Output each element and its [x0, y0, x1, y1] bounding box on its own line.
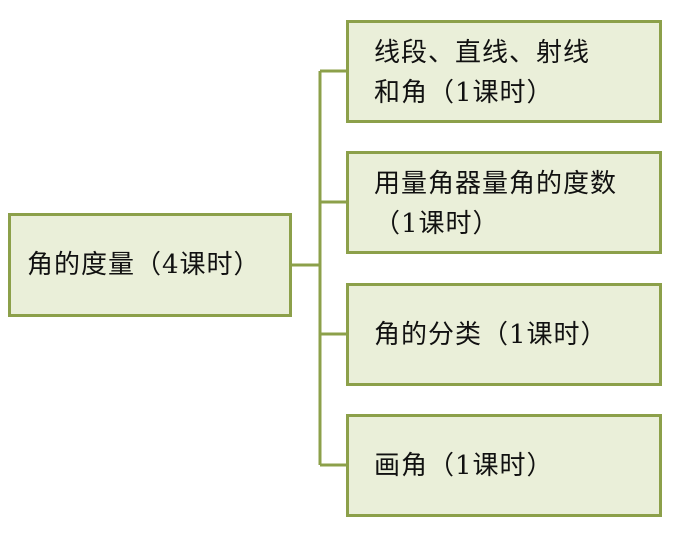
- child-node-1-line-2: 和角（1课时）: [374, 78, 554, 108]
- child-node-1-line-1: 线段、直线、射线: [374, 38, 591, 68]
- child-node-4-label: 画角（1课时）: [374, 450, 554, 481]
- child-node-4: 画角（1课时）: [346, 414, 662, 517]
- child-node-2-line-2: （1课时）: [374, 209, 500, 239]
- root-node-label: 角的度量（4课时）: [27, 250, 261, 280]
- child-node-2-line-1: 用量角器量角的度数: [374, 169, 618, 199]
- child-node-3: 角的分类（1课时）: [346, 283, 662, 386]
- root-node: 角的度量（4课时）: [8, 213, 292, 317]
- child-node-1: 线段、直线、射线 和角（1课时）: [346, 20, 662, 123]
- child-node-2: 用量角器量角的度数 （1课时）: [346, 151, 662, 254]
- child-node-3-label: 角的分类（1课时）: [374, 319, 608, 350]
